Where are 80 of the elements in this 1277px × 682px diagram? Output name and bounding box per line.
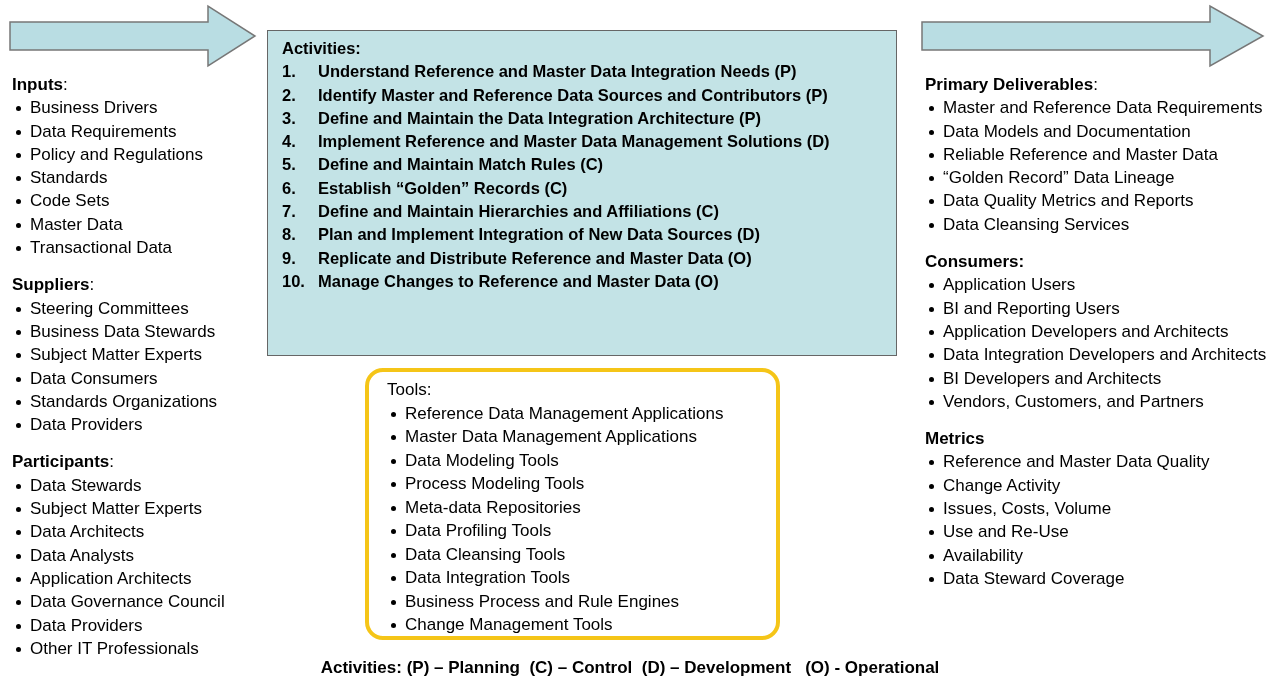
activity-item: Identify Master and Reference Data Sources and Contributors (P) bbox=[318, 85, 828, 104]
tool-item: Meta-data Repositories bbox=[387, 495, 766, 519]
list-item: Availability bbox=[925, 543, 1270, 567]
activity-item: Define and Maintain the Data Integration Architecture (P) bbox=[318, 108, 762, 127]
list-item: Standards bbox=[12, 166, 262, 190]
list-item: Data Governance Council bbox=[12, 590, 262, 614]
list-item: BI and Reporting Users bbox=[925, 296, 1270, 320]
list-item: Application Architects bbox=[12, 566, 262, 591]
section-heading: Suppliers: bbox=[12, 274, 96, 297]
list-item: Subject Matter Experts bbox=[12, 343, 262, 367]
activity-item: Plan and Implement Integration of New Data Sources (D) bbox=[318, 225, 760, 244]
tools-box bbox=[365, 368, 780, 640]
activity-item: Replicate and Distribute Reference and Master Data (O) bbox=[318, 248, 752, 267]
activity-item: Define and Maintain Match Rules (C) bbox=[318, 155, 604, 174]
item-number: 2. bbox=[282, 84, 296, 106]
item-number: 8. bbox=[282, 224, 296, 246]
list-item: Business Drivers bbox=[12, 96, 262, 120]
item-number: 3. bbox=[282, 107, 296, 129]
activities-heading: Activities: bbox=[282, 38, 362, 59]
list-item: Data Analysts bbox=[12, 543, 262, 567]
tool-item: Data Cleansing Tools bbox=[387, 542, 766, 566]
list-item: Issues, Costs, Volume bbox=[925, 497, 1270, 521]
list-item: Subject Matter Experts bbox=[12, 497, 262, 521]
item-number: 9. bbox=[282, 247, 296, 269]
list-item: Application Users bbox=[925, 273, 1270, 297]
tool-item: Business Process and Rule Engines bbox=[387, 589, 766, 613]
list-item: Data Models and Documentation bbox=[925, 119, 1270, 143]
tool-item: Reference Data Management Applications bbox=[387, 401, 766, 425]
list-item: Data Architects bbox=[12, 520, 262, 544]
list-item: Change Activity bbox=[925, 473, 1270, 498]
item-number: 5. bbox=[282, 154, 296, 176]
list-item: Data Integration Developers and Architects bbox=[925, 343, 1270, 367]
list-item: Master Data bbox=[12, 212, 262, 237]
list-item: Policy and Regulations bbox=[12, 142, 262, 167]
list-item: Data Steward Coverage bbox=[925, 566, 1270, 591]
item-number: 1. bbox=[282, 61, 296, 83]
section-heading: Inputs: bbox=[12, 74, 69, 96]
item-number: 4. bbox=[282, 131, 296, 153]
tool-item: Change Management Tools bbox=[387, 613, 766, 637]
list-item: BI Developers and Architects bbox=[925, 366, 1270, 390]
item-number: 7. bbox=[282, 201, 296, 223]
list-item: Transactional Data bbox=[12, 236, 262, 260]
list-item: Use and Re-Use bbox=[925, 520, 1270, 544]
tool-item: Data Integration Tools bbox=[387, 566, 766, 590]
activity-item: Establish “Golden” Records (C) bbox=[318, 178, 568, 197]
tool-item: Master Data Management Applications bbox=[387, 425, 766, 449]
activity-item: Understand Reference and Master Data Integration Needs (P) bbox=[318, 62, 797, 81]
legend-note: Activities: (P) – Planning (C) – Control (D) – Development (O) - Operational bbox=[320, 658, 940, 677]
section-heading: Primary Deliverables: bbox=[925, 74, 1099, 96]
list-item: Master and Reference Data Requirements bbox=[925, 96, 1270, 120]
list-item: Business Data Stewards bbox=[12, 319, 262, 344]
activity-item: Implement Reference and Master Data Management Solutions (D) bbox=[318, 132, 830, 151]
tool-item: Data Modeling Tools bbox=[387, 448, 766, 472]
list-item: Data Quality Metrics and Reports bbox=[925, 189, 1270, 213]
list-item: Reliable Reference and Master Data bbox=[925, 142, 1270, 167]
list-item: Steering Committees bbox=[12, 296, 262, 320]
section-heading: Metrics bbox=[925, 428, 986, 451]
list-item: Data Cleansing Services bbox=[925, 212, 1270, 237]
list-item: Data Stewards bbox=[12, 473, 262, 498]
section-heading: Participants: bbox=[12, 451, 116, 474]
activities-box bbox=[267, 30, 897, 356]
tools-heading: Tools: bbox=[387, 379, 433, 401]
item-number: 10. bbox=[282, 270, 305, 292]
item-number: 6. bbox=[282, 177, 296, 199]
list-item: Vendors, Customers, and Partners bbox=[925, 389, 1270, 414]
list-item: Data Providers bbox=[12, 413, 262, 437]
activity-item: Define and Maintain Hierarchies and Affiliations (C) bbox=[318, 202, 719, 221]
list-item: “Golden Record” Data Lineage bbox=[925, 166, 1270, 190]
activity-item: Manage Changes to Reference and Master Data (O) bbox=[318, 271, 719, 290]
list-item: Reference and Master Data Quality bbox=[925, 450, 1270, 474]
list-item: Application Developers and Architects bbox=[925, 319, 1270, 344]
tool-item: Process Modeling Tools bbox=[387, 472, 766, 496]
list-item: Data Requirements bbox=[12, 119, 262, 143]
list-item: Data Providers bbox=[12, 613, 262, 637]
list-item: Code Sets bbox=[12, 189, 262, 213]
list-item: Other IT Professionals bbox=[12, 636, 262, 661]
list-item: Data Consumers bbox=[12, 366, 262, 390]
list-item: Standards Organizations bbox=[12, 389, 262, 414]
tool-item: Data Profiling Tools bbox=[387, 519, 766, 543]
section-heading: Consumers: bbox=[925, 251, 1026, 274]
